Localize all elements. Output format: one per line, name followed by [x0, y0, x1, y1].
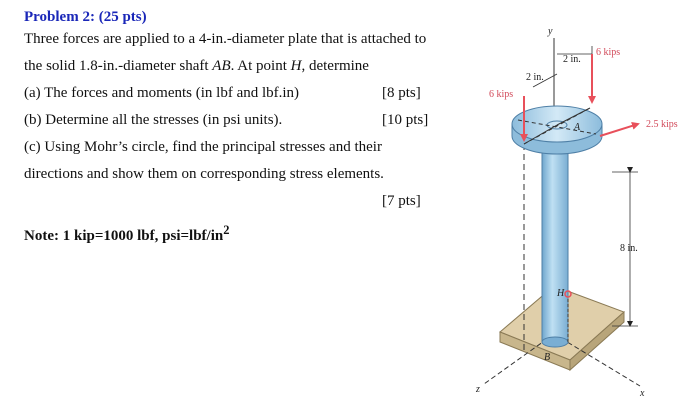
part-a: (a) The forces and moments (in lbf and l… — [24, 80, 454, 107]
problem-statement-line-2: the solid 1.8-in.-diameter shaft AB. At … — [24, 58, 369, 74]
unit-note: Note: 1 kip=1000 lbf, psi=lbf/in2 — [24, 223, 230, 244]
force-arrows — [520, 54, 640, 142]
part-c-line-1: (c) Using Mohr’s circle, find the princi… — [24, 139, 382, 155]
part-c-line-2: directions and show them on correspondin… — [24, 166, 384, 182]
label-6kips-right: 6 kips — [596, 47, 620, 58]
circular-plate — [511, 105, 603, 155]
part-b-points: [10 pts] — [382, 112, 429, 128]
part-c: [7 pts] — [24, 188, 454, 215]
label-y: y — [547, 26, 553, 37]
problem-title: Problem 2: (25 pts) — [24, 9, 147, 25]
height-dimension — [612, 167, 638, 327]
label-b: B — [544, 352, 550, 363]
label-x: x — [639, 388, 645, 399]
label-a: A — [573, 122, 581, 133]
label-2in-top: 2 in. — [563, 54, 581, 65]
shaft-ab — [541, 151, 569, 348]
part-b: (b) Determine all the stresses (in psi u… — [24, 107, 454, 134]
problem-text: Problem 2: (25 pts) Three forces are app… — [24, 8, 454, 245]
problem-statement-line-1: Three forces are applied to a 4-in.-diam… — [24, 31, 427, 47]
part-c-points: [7 pts] — [382, 193, 421, 209]
label-h: H — [556, 288, 565, 299]
label-6kips-left: 6 kips — [489, 89, 513, 100]
label-2in-left: 2 in. — [526, 72, 544, 83]
shaft-plate-figure: y z x A B H 2 in. 2 in. 8 in. 6 kips 6 k… — [462, 24, 687, 401]
label-2-5kips: 2.5 kips — [646, 119, 678, 130]
label-8in: 8 in. — [620, 243, 638, 254]
label-z: z — [475, 384, 480, 395]
point-h-marker — [564, 290, 572, 342]
part-a-points: [8 pts] — [382, 85, 421, 101]
